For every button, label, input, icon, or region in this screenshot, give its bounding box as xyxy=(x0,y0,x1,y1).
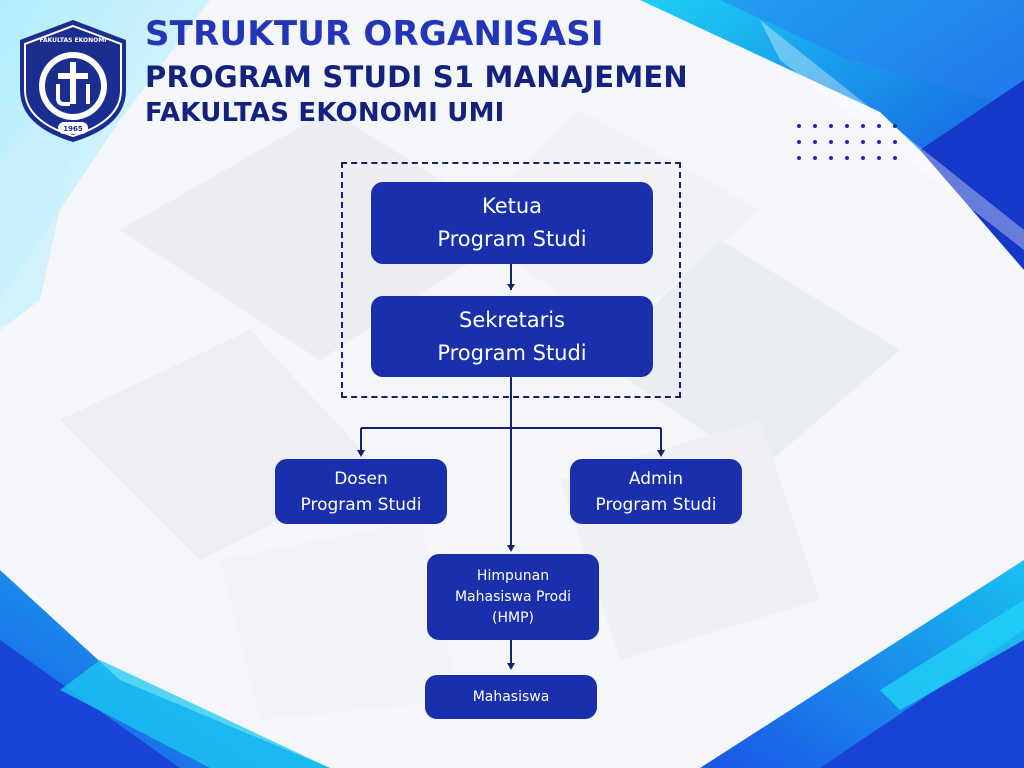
box-ketua-program-studi: Ketua Program Studi xyxy=(371,182,653,264)
admin-line-1: Admin xyxy=(628,468,684,489)
title-line-2: PROGRAM STUDI S1 MANAJEMEN xyxy=(145,60,688,94)
grid-dot xyxy=(845,140,849,144)
mahasiswa-line-1: Mahasiswa xyxy=(472,688,550,705)
grid-dot xyxy=(845,124,849,128)
grid-dot xyxy=(877,124,881,128)
admin-line-2: Program Studi xyxy=(595,494,717,515)
grid-dot xyxy=(797,124,801,128)
box-mahasiswa: Mahasiswa xyxy=(425,675,597,719)
grid-dot xyxy=(829,124,833,128)
title-line-3: FAKULTAS EKONOMI UMI xyxy=(145,98,505,128)
logo-emblem: FAKULTAS EKONOMI 1965 xyxy=(20,20,126,142)
logo-year: 1965 xyxy=(63,125,83,133)
grid-dot xyxy=(893,124,897,128)
box-admin-program-studi: Admin Program Studi xyxy=(570,459,742,524)
grid-dot xyxy=(797,156,801,160)
grid-dot xyxy=(845,156,849,160)
decorative-dot-grid xyxy=(797,124,907,168)
sekretaris-line-2: Program Studi xyxy=(437,340,587,365)
ketua-line-1: Ketua xyxy=(481,194,543,218)
box-sekretaris-program-studi: Sekretaris Program Studi xyxy=(371,296,653,377)
ketua-line-2: Program Studi xyxy=(437,227,587,251)
grid-dot xyxy=(813,124,817,128)
grid-dot xyxy=(813,140,817,144)
box-dosen-program-studi: Dosen Program Studi xyxy=(275,459,447,524)
title-line-1: STRUKTUR ORGANISASI xyxy=(145,14,604,54)
hmp-line-1: Himpunan xyxy=(476,567,550,584)
grid-dot xyxy=(861,124,865,128)
grid-dot xyxy=(861,156,865,160)
dosen-line-2: Program Studi xyxy=(300,494,422,515)
grid-dot xyxy=(797,140,801,144)
grid-dot xyxy=(877,140,881,144)
grid-dot xyxy=(813,156,817,160)
dosen-line-1: Dosen xyxy=(334,468,388,489)
grid-dot xyxy=(829,156,833,160)
box-hmp: Himpunan Mahasiswa Prodi (HMP) xyxy=(427,554,599,640)
hmp-line-3: (HMP) xyxy=(492,609,534,626)
grid-dot xyxy=(893,156,897,160)
grid-dot xyxy=(861,140,865,144)
grid-dot xyxy=(877,156,881,160)
grid-dot xyxy=(829,140,833,144)
hmp-line-2: Mahasiswa Prodi xyxy=(454,588,572,605)
logo-text-top: FAKULTAS EKONOMI xyxy=(40,37,107,44)
sekretaris-line-1: Sekretaris xyxy=(458,307,565,332)
grid-dot xyxy=(893,140,897,144)
